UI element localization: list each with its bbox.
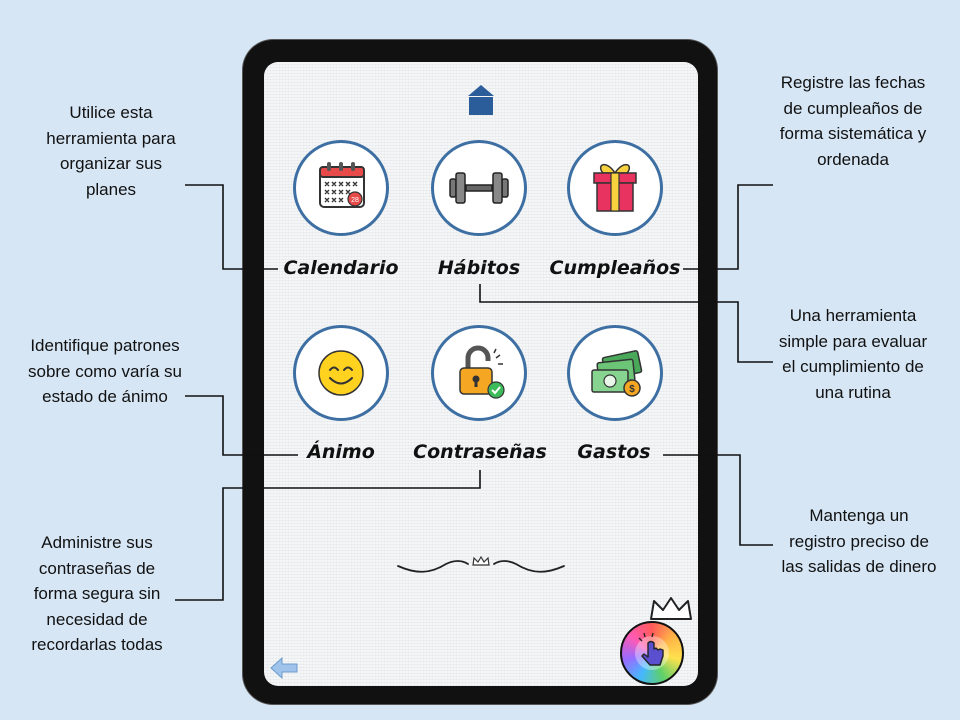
label-cumpleanos: Cumpleaños: [549, 257, 681, 279]
ornament-divider: [397, 555, 565, 573]
unlocked-padlock-icon: [459, 345, 505, 399]
money-bills-icon: $: [591, 350, 643, 397]
habitos-button[interactable]: [431, 140, 527, 236]
label-gastos: Gastos: [577, 441, 651, 463]
note-cumpleanos: Registre las fechas de cumpleaños de for…: [779, 73, 927, 169]
tap-hand-icon: [635, 632, 669, 670]
fab-button[interactable]: [620, 621, 684, 685]
cumpleanos-button[interactable]: [567, 140, 663, 236]
svg-text:$: $: [629, 384, 635, 395]
connector-habitos: [479, 284, 773, 363]
gift-icon: [593, 163, 637, 212]
calendar-button[interactable]: 28: [293, 140, 389, 236]
note-habitos: Una herramienta simple para evaluar el c…: [778, 306, 928, 402]
home-arrow-up-icon[interactable]: [467, 84, 495, 116]
crown-icon: [650, 597, 692, 620]
back-arrow-icon[interactable]: [270, 656, 298, 680]
connector-cumpleanos: [683, 184, 773, 270]
connector-calendario: [185, 184, 278, 270]
contrasenas-button[interactable]: [431, 325, 527, 421]
label-calendario: Calendario: [283, 257, 399, 279]
note-animo: Identifique patrones sobre como varía su…: [27, 336, 182, 406]
crown-icon: [472, 555, 490, 566]
calendar-date-badge: 28: [351, 197, 359, 204]
connector-contrasenas: [175, 470, 481, 601]
label-contrasenas: Contraseñas: [413, 441, 547, 463]
note-gastos: Mantenga un registro preciso de las sali…: [781, 506, 937, 576]
label-animo: Ánimo: [307, 441, 375, 463]
label-habitos: Hábitos: [437, 257, 521, 279]
note-calendario: Utilice esta herramienta para organizar …: [46, 103, 176, 199]
note-contrasenas: Administre sus contraseñas de forma segu…: [31, 533, 163, 654]
calendar-icon: 28: [319, 162, 365, 208]
connector-gastos: [663, 454, 773, 546]
animo-button[interactable]: [293, 325, 389, 421]
connector-animo: [185, 395, 298, 456]
dumbbell-icon: [449, 172, 509, 204]
smiley-face-icon: [318, 350, 364, 396]
gastos-button[interactable]: $: [567, 325, 663, 421]
